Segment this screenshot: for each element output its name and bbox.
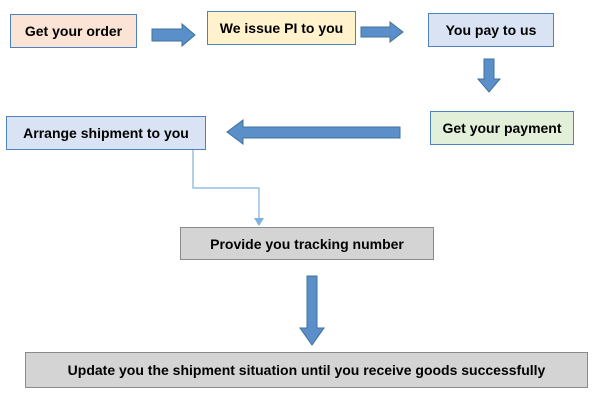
down-arrow-icon [299,275,325,346]
step-get-order-label: Get your order [24,23,123,39]
down-arrow-icon [476,58,502,93]
step-update-situation-label: Update you the shipment situation until … [67,362,546,378]
right-arrow-icon [360,20,404,44]
connector-arrowhead-icon [254,218,264,226]
step-issue-pi-label: We issue PI to you [219,20,344,36]
step-arrange-shipment-label: Arrange shipment to you [23,125,189,141]
step-get-payment-label: Get your payment [442,120,562,136]
step-tracking-number-label: Provide you tracking number [210,235,404,252]
step-arrange-shipment: Arrange shipment to you [6,116,206,150]
step-issue-pi: We issue PI to you [207,11,356,45]
step-you-pay: You pay to us [428,13,554,47]
right-arrow-icon [151,22,196,48]
left-arrow-icon [226,119,401,145]
step-you-pay-label: You pay to us [445,22,537,38]
step-get-payment: Get your payment [430,111,574,145]
step-tracking-number: Provide you tracking number [180,227,434,260]
step-update-situation: Update you the shipment situation until … [25,352,588,388]
connector-line [192,150,260,223]
step-get-order: Get your order [10,14,137,48]
